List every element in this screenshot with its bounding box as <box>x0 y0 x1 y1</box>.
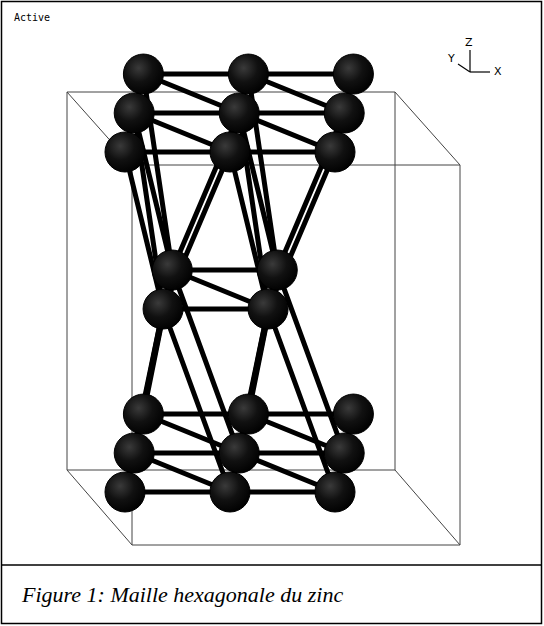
zinc-atom <box>257 250 297 290</box>
figure-caption: Figure 1: Maille hexagonale du zinc <box>22 582 343 608</box>
zinc-atom <box>315 132 355 172</box>
zinc-atom <box>152 250 192 290</box>
atoms <box>105 54 373 512</box>
zinc-atom <box>248 289 288 329</box>
zinc-atom <box>324 93 364 133</box>
axis-triad <box>458 50 490 72</box>
zinc-atom <box>219 433 259 473</box>
bond <box>277 270 344 453</box>
zinc-atom <box>114 93 154 133</box>
axis-label: Y <box>448 52 455 65</box>
zinc-atom <box>123 54 163 94</box>
zinc-atom <box>210 472 250 512</box>
zinc-atom <box>143 289 183 329</box>
caption-divider <box>2 564 542 566</box>
zinc-atom <box>105 472 145 512</box>
zinc-atom <box>315 472 355 512</box>
zinc-atom <box>105 132 145 172</box>
axis-label: X <box>494 65 502 78</box>
zinc-atom <box>333 54 373 94</box>
zinc-atom <box>219 93 259 133</box>
zinc-atom <box>228 394 268 434</box>
zinc-atom <box>123 394 163 434</box>
zinc-atom <box>114 433 154 473</box>
zinc-atom <box>333 394 373 434</box>
bond <box>172 270 239 453</box>
bonds <box>125 74 353 492</box>
axis-label: Z <box>465 36 473 49</box>
zinc-atom <box>228 54 268 94</box>
zinc-atom <box>210 132 250 172</box>
status-label: Active <box>14 12 50 23</box>
zinc-atom <box>324 433 364 473</box>
